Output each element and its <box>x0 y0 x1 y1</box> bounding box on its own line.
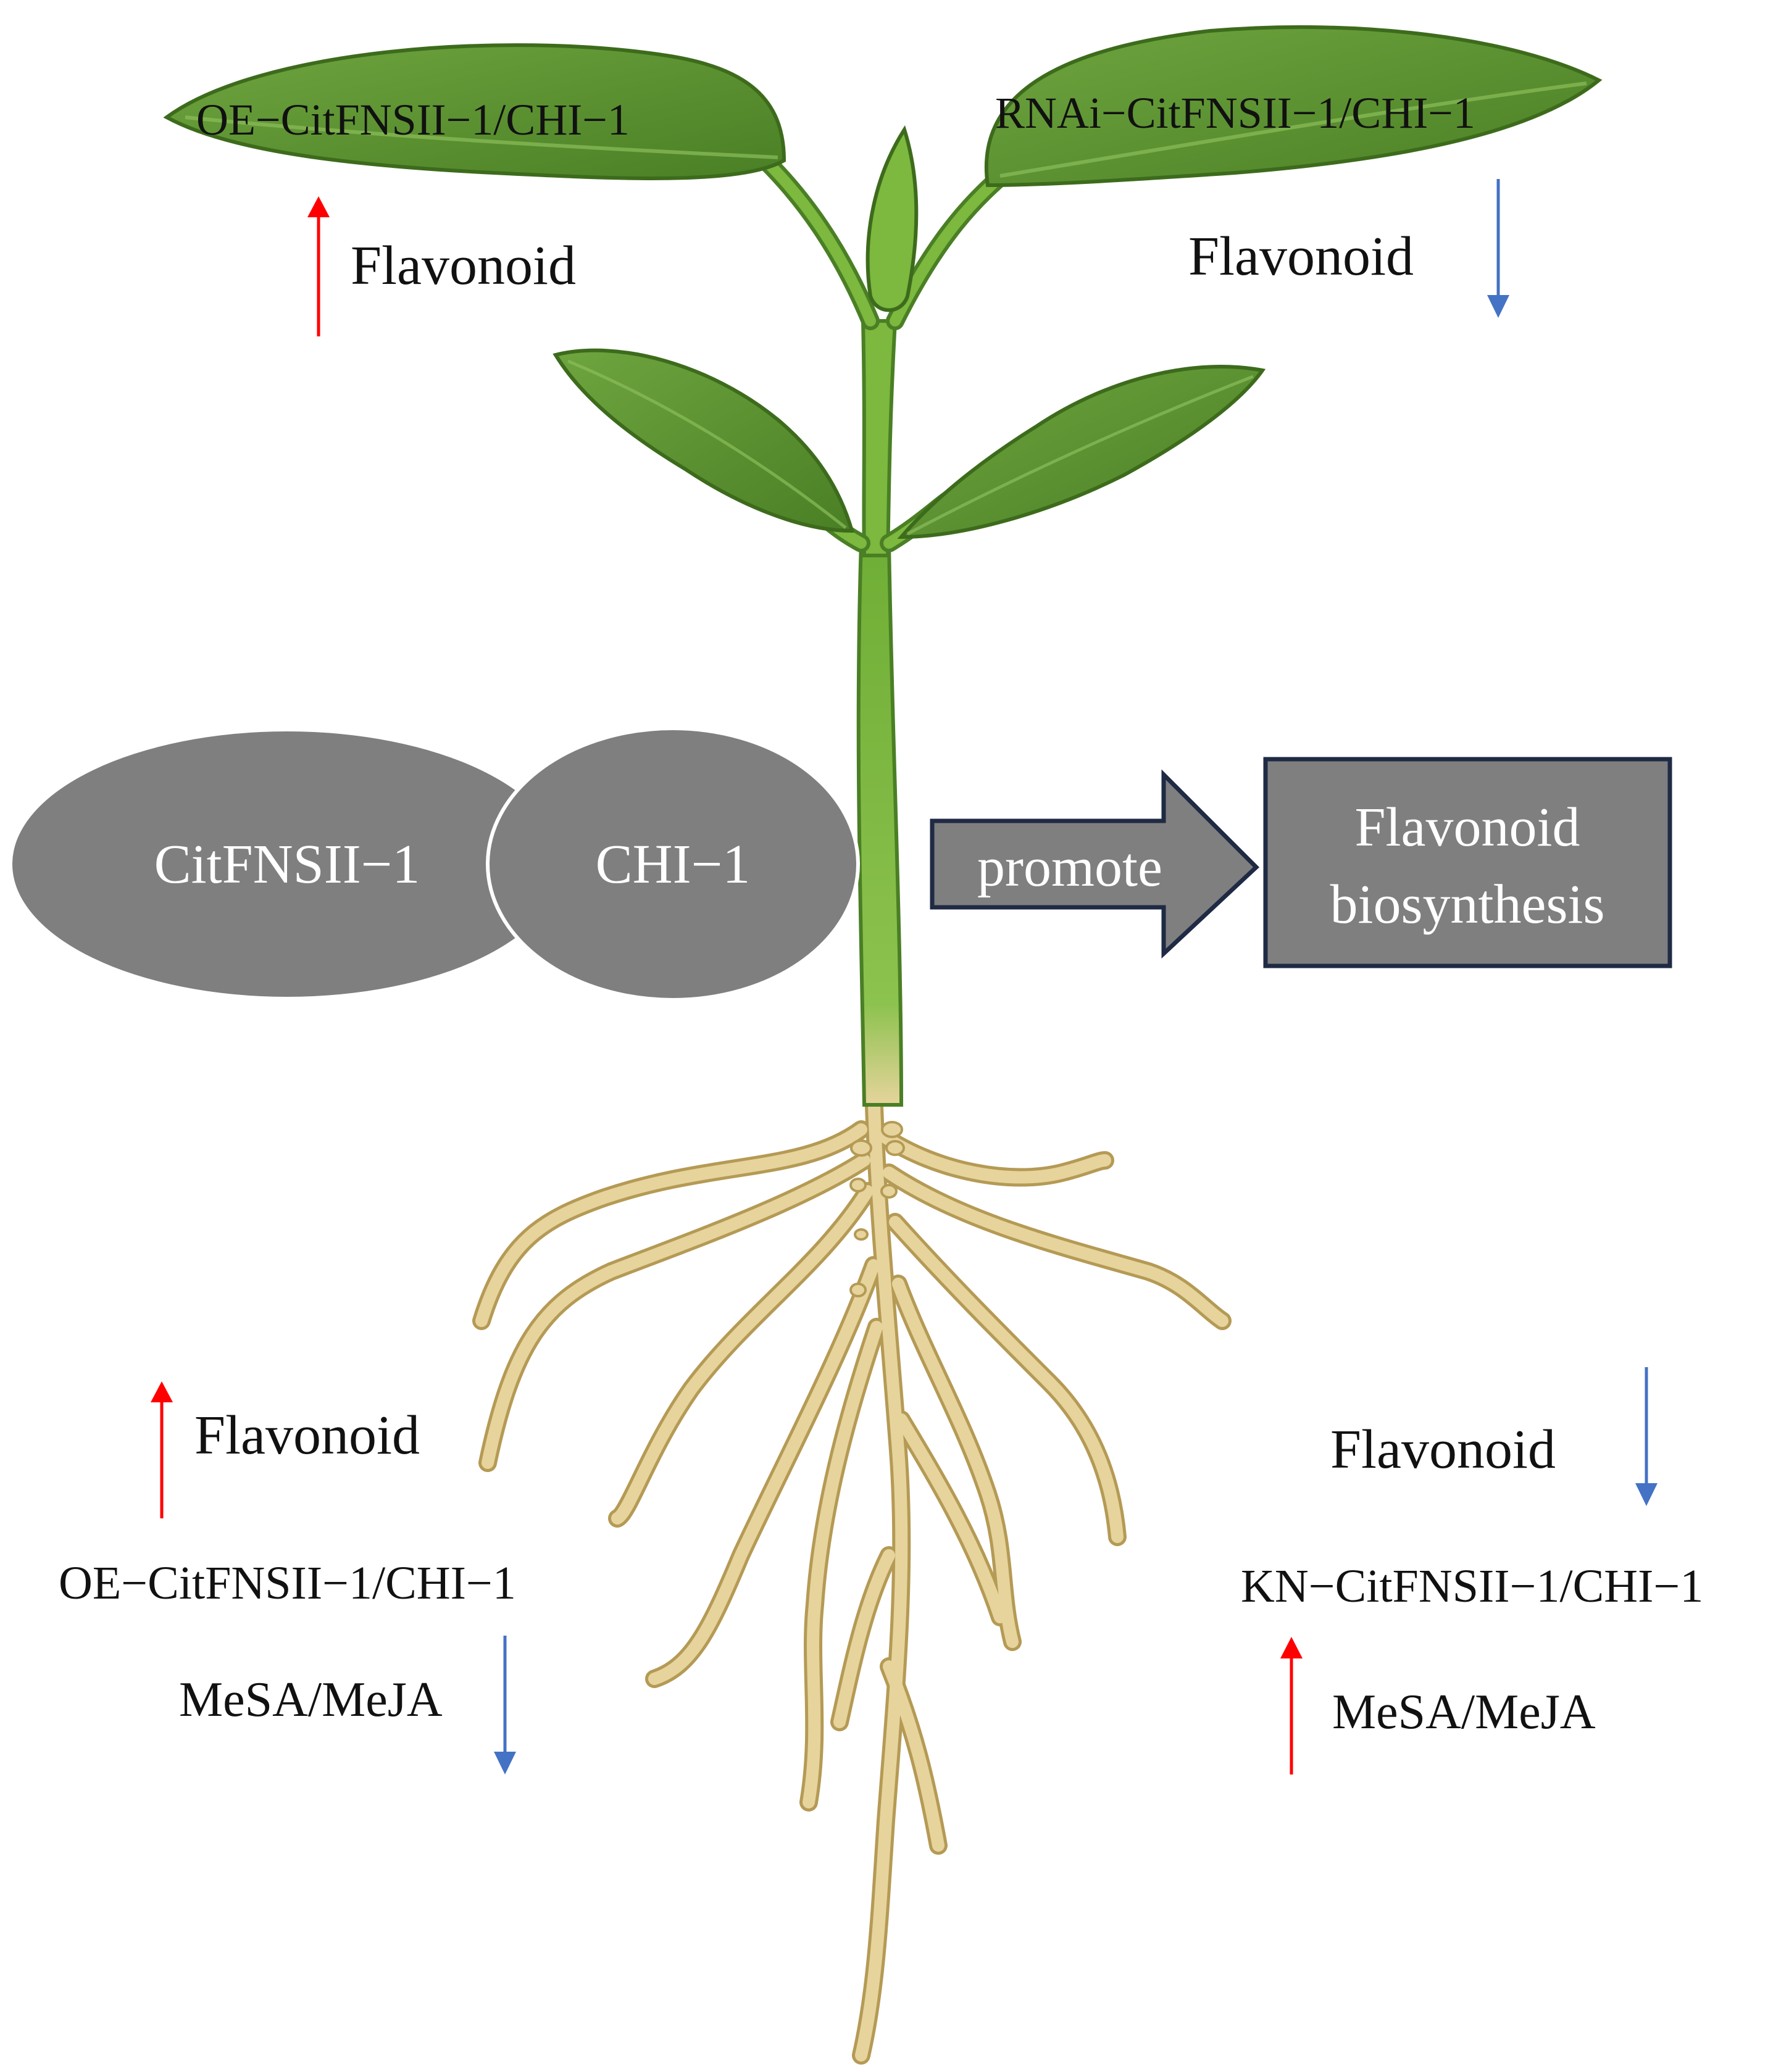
annotation-root-right: Flavonoid KN−CitFNSII−1/CHI−1 MeSA/MeJA <box>1241 1367 1703 1775</box>
promote-arrow: promote <box>930 769 1260 959</box>
citfnsii-1-protein <box>12 731 562 997</box>
leaf-right-label: RNAi−CitFNSII−1/CHI−1 <box>995 88 1475 138</box>
chi-1-protein <box>486 726 860 1002</box>
outcome-line1: Flavonoid <box>1354 797 1580 858</box>
plant-illustration <box>163 25 1603 2065</box>
apical-bud <box>865 125 919 312</box>
root-system <box>472 1077 1232 2065</box>
root-right-effect: Flavonoid <box>1330 1419 1556 1480</box>
root-left-effect: Flavonoid <box>194 1405 420 1466</box>
leaf-top-left <box>163 43 786 180</box>
leaf-mid-right <box>897 365 1266 539</box>
protein-a-label: CitFNSII−1 <box>154 834 420 895</box>
protein-complex: CitFNSII−1 CHI−1 <box>12 726 860 1002</box>
promote-label: promote <box>977 837 1162 898</box>
root-left-label: OE−CitFNSII−1/CHI−1 <box>59 1557 516 1609</box>
upper-stem <box>861 319 898 557</box>
leaf-mid-left <box>553 348 854 533</box>
root-right-label: KN−CitFNSII−1/CHI−1 <box>1241 1560 1703 1612</box>
root-left-hormones: MeSA/MeJA <box>179 1673 443 1727</box>
annotation-leaf-right: RNAi−CitFNSII−1/CHI−1 Flavonoid <box>995 88 1509 318</box>
protein-b-label: CHI−1 <box>596 834 751 895</box>
leaf-right-effect: Flavonoid <box>1188 226 1414 287</box>
leaf-left-label: OE−CitFNSII−1/CHI−1 <box>196 95 630 144</box>
root-right-hormones: MeSA/MeJA <box>1332 1685 1596 1739</box>
leaf-top-right <box>984 25 1603 188</box>
annotation-root-left: Flavonoid OE−CitFNSII−1/CHI−1 MeSA/MeJA <box>59 1381 516 1775</box>
annotation-leaf-left: OE−CitFNSII−1/CHI−1 Flavonoid <box>196 95 630 336</box>
leaf-left-effect: Flavonoid <box>351 235 576 296</box>
flavonoid-biosynthesis-box: Flavonoid biosynthesis <box>1263 757 1672 968</box>
outcome-line2: biosynthesis <box>1330 874 1604 935</box>
plant-stem <box>856 541 904 1107</box>
